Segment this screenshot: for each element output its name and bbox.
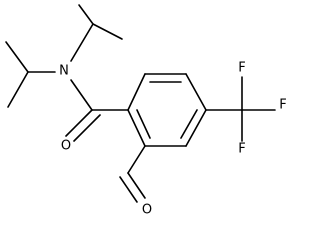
bond — [127, 109, 146, 147]
bond — [5, 41, 29, 73]
atom-carbonyl-oxygen: O — [61, 139, 71, 154]
bond — [119, 176, 138, 203]
atom-fluorine-top: F — [238, 61, 245, 76]
bond — [136, 109, 151, 139]
bond — [65, 109, 93, 137]
bond — [92, 23, 123, 40]
bond — [78, 4, 94, 25]
atom-nitrogen: N — [59, 64, 69, 79]
aldehyde-group — [119, 145, 146, 203]
bond — [70, 79, 93, 111]
bond — [127, 172, 146, 199]
bond — [7, 71, 29, 108]
trifluoromethyl-group — [205, 76, 276, 142]
atom-fluorine-bottom: F — [238, 142, 245, 157]
bond — [185, 109, 207, 147]
amide-group — [65, 79, 129, 142]
bond — [127, 145, 146, 174]
bond — [73, 114, 101, 142]
atom-fluorine-right: F — [279, 98, 286, 113]
bond — [127, 73, 146, 111]
isopropyl-left — [5, 41, 56, 108]
benzene-ring — [127, 73, 207, 147]
isopropyl-upper — [70, 4, 123, 62]
bond — [180, 109, 198, 139]
atom-aldehyde-oxygen: O — [142, 203, 152, 218]
bond — [185, 73, 207, 111]
bond — [70, 23, 94, 62]
molecule-structure: N O O F F F — [5, 4, 287, 218]
